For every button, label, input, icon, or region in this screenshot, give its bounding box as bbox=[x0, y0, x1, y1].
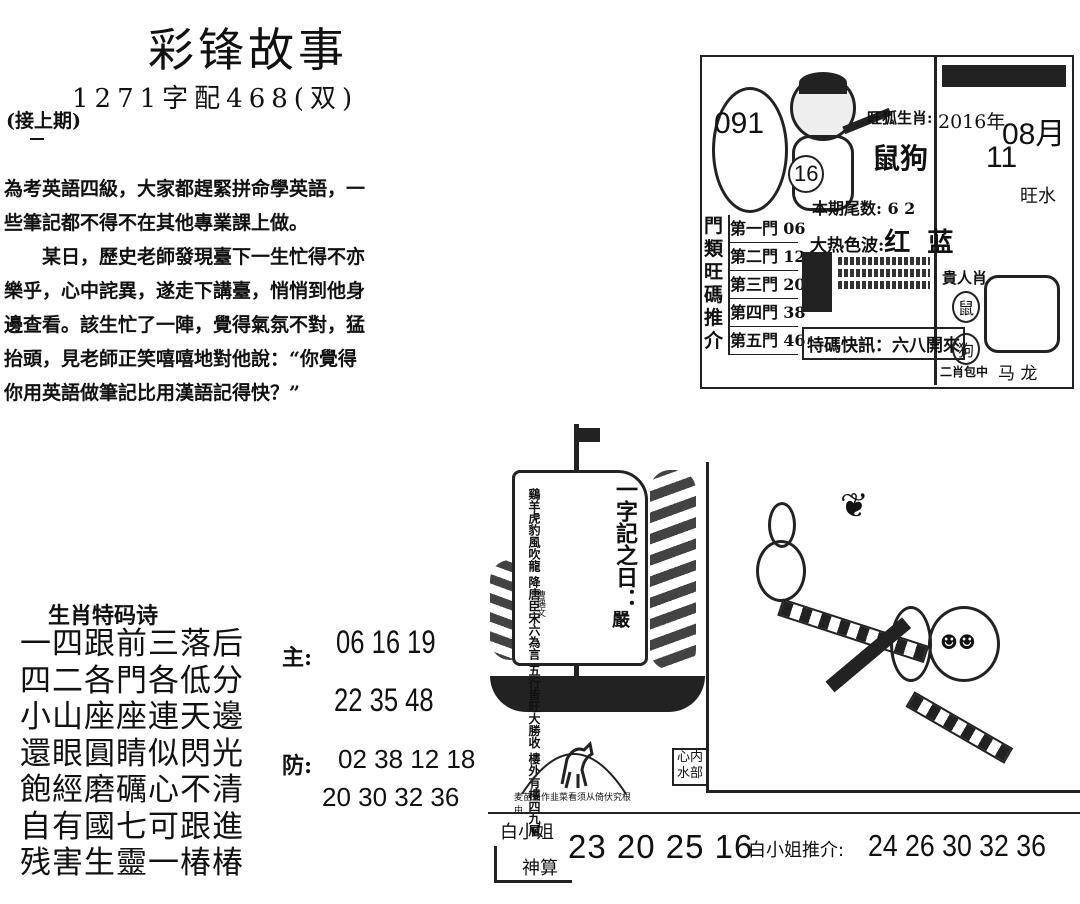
door-number: 46 bbox=[783, 331, 806, 350]
defense-picks-label: 防: bbox=[282, 753, 313, 779]
issue-number: 091 bbox=[714, 107, 765, 140]
poem-line: 飽經磨礪心不清 bbox=[20, 772, 244, 808]
main-picks-line: 06 16 19 bbox=[336, 624, 436, 660]
figure-ring bbox=[890, 606, 932, 682]
figure-eyes-icon: ☻☻ bbox=[940, 630, 976, 654]
bracket-line bbox=[494, 846, 497, 882]
tail-number: 本期尾数: 6 2 bbox=[812, 199, 916, 218]
story-line: 樂乎，心中詫異，遂走下講臺，悄悄到他身 bbox=[4, 280, 366, 302]
door-number: 06 bbox=[783, 219, 806, 238]
figure-head bbox=[928, 606, 1000, 682]
door-row: 第三門 20 bbox=[730, 271, 806, 299]
door-number: 38 bbox=[783, 303, 806, 322]
story-line: 些筆記都不得不在其他專業課上做。 bbox=[4, 212, 309, 234]
hot-color: 大热色波:红 蓝 bbox=[810, 222, 957, 259]
door-row: 第四門 38 bbox=[730, 299, 806, 327]
fine-print bbox=[838, 253, 930, 311]
bracket-line bbox=[494, 880, 572, 883]
black-box bbox=[802, 252, 832, 312]
butterfly-icon: ❦ bbox=[840, 486, 869, 526]
newspaper-clipping: 091 16 旺狐生肖: 鼠狗 本期尾数: 6 2 大热色波:红 蓝 門類旺碼推… bbox=[700, 55, 1074, 389]
ship-signature: 曹遇文 bbox=[535, 590, 545, 617]
story-line: 你用英語做筆記比用漢語記得快？” bbox=[4, 382, 300, 404]
zodiac-picture bbox=[984, 275, 1060, 353]
poem-title: 生肖特码诗 bbox=[48, 604, 159, 629]
story-text: 為考英語四級，大家都趕緊拼命學英語，一 些筆記都不得不在其他專業課上做。 某日，… bbox=[4, 172, 366, 410]
clipping-left-panel: 091 16 旺狐生肖: 鼠狗 本期尾数: 6 2 大热色波:红 蓝 門類旺碼推… bbox=[702, 57, 965, 385]
guiren-label: 貴人肖 bbox=[942, 269, 988, 287]
defense-picks-line: 20 30 32 36 bbox=[322, 782, 460, 812]
bai-label: 白小姐 bbox=[500, 822, 554, 843]
special-news: 特碼快訊：六八開來 bbox=[802, 327, 965, 360]
page-subtitle: 1271字配468(双) bbox=[72, 84, 359, 114]
ship-main-sail bbox=[512, 470, 648, 666]
rat-badge: 鼠 bbox=[952, 291, 981, 323]
radical-box: 心内水部 bbox=[672, 748, 708, 786]
poem-line: 残害生靈一椿椿 bbox=[20, 845, 244, 881]
poem-line: 還眼圓睛似閃光 bbox=[20, 735, 244, 772]
door-label: 第三門 bbox=[730, 275, 779, 294]
door-number: 20 bbox=[783, 275, 806, 294]
seal-text: 麦苗当作韭菜看须从倚伏究根由 bbox=[514, 793, 632, 816]
door-row: 第五門 46 bbox=[730, 327, 806, 355]
date-year: 2016年 bbox=[938, 111, 1006, 133]
hot-color-label: 大热色波: bbox=[810, 236, 885, 256]
dog-badge: 狗 bbox=[952, 333, 981, 365]
issue-badge bbox=[712, 87, 788, 213]
wang-zodiac-value: 鼠狗 bbox=[872, 142, 929, 175]
poem-line: 一四跟前三落后 bbox=[20, 626, 244, 662]
recommend-label: 白小姐推介: bbox=[748, 840, 845, 861]
story-line: 為考英語四級，大家都趕緊拼命學英語，一 bbox=[4, 178, 366, 200]
doors-side-label: 門類旺碼推介 bbox=[704, 215, 724, 352]
hot-color-value: 红 蓝 bbox=[884, 228, 958, 258]
cartoon-boy-head bbox=[790, 72, 856, 141]
ship-right-sail bbox=[650, 470, 696, 670]
poem-body: 一四跟前三落后 四二各門各低分 小山座座連天邊 還眼圓睛似閃光 飽經磨礪心不清 … bbox=[20, 626, 244, 882]
story-line: 抬頭，見老師正笑嘻嘻地對他說：“你覺得 bbox=[4, 348, 357, 370]
circle-number: 16 bbox=[788, 155, 825, 193]
recommend-numbers: 24 26 30 32 36 bbox=[868, 828, 1046, 863]
shensuan-numbers: 23 20 25 16 bbox=[568, 828, 754, 865]
door-label: 第四門 bbox=[730, 303, 779, 322]
riddle-drawing-frame bbox=[706, 462, 1080, 793]
story-line: 邊查看。該生忙了一陣，覺得氣氛不對，猛 bbox=[4, 314, 366, 336]
date-day: 11 bbox=[986, 141, 1018, 174]
wang-zodiac-label: 旺狐生肖: bbox=[867, 109, 933, 127]
shensuan-label: 神算 bbox=[522, 858, 558, 879]
ship-hull bbox=[490, 676, 705, 712]
continued-label: (接上期) bbox=[6, 110, 81, 132]
gourd-icon bbox=[756, 540, 806, 602]
defense-picks-line: 02 38 12 18 bbox=[338, 744, 476, 774]
two-zodiac-label: 二肖包中 bbox=[940, 365, 989, 379]
date-header-bar bbox=[942, 65, 1066, 87]
one-word-value: 嚴 bbox=[612, 610, 630, 631]
section-divider bbox=[30, 138, 44, 140]
poem-line: 小山座座連天邊 bbox=[20, 699, 244, 735]
bottom-divider bbox=[488, 812, 1080, 814]
main-picks-label: 主: bbox=[282, 645, 313, 671]
two-zodiac-value: 马 龙 bbox=[998, 364, 1038, 384]
door-label: 第二門 bbox=[730, 247, 779, 266]
door-label: 第一門 bbox=[730, 219, 779, 238]
ship-poem: 鷄羊虎豹風吹龍 降唐臣宋六為言 五行皆旺大勝收 樓外有樓四九層 bbox=[527, 488, 541, 837]
page-title: 彩锋故事 bbox=[148, 23, 348, 77]
poem-line: 四二各門各低分 bbox=[20, 662, 244, 699]
date-month: 08月 bbox=[1002, 118, 1066, 151]
one-word-label: 一字記之日： bbox=[612, 478, 638, 610]
door-row: 第二門 12 bbox=[730, 243, 806, 271]
doors-list: 第一門 06 第二門 12 第三門 20 第四門 38 第五門 46 bbox=[728, 215, 806, 355]
water-label: 旺水 bbox=[1020, 186, 1056, 207]
poem-line: 自有國七可跟進 bbox=[20, 808, 244, 845]
door-row: 第一門 06 bbox=[730, 215, 806, 243]
door-label: 第五門 bbox=[730, 331, 779, 350]
horse-seal-icon bbox=[521, 740, 627, 795]
main-picks-line: 22 35 48 bbox=[334, 682, 434, 718]
story-line: 某日，歷史老師發現臺下一生忙得不亦 bbox=[42, 246, 366, 268]
ship-flag bbox=[576, 428, 600, 442]
door-number: 12 bbox=[783, 247, 806, 266]
